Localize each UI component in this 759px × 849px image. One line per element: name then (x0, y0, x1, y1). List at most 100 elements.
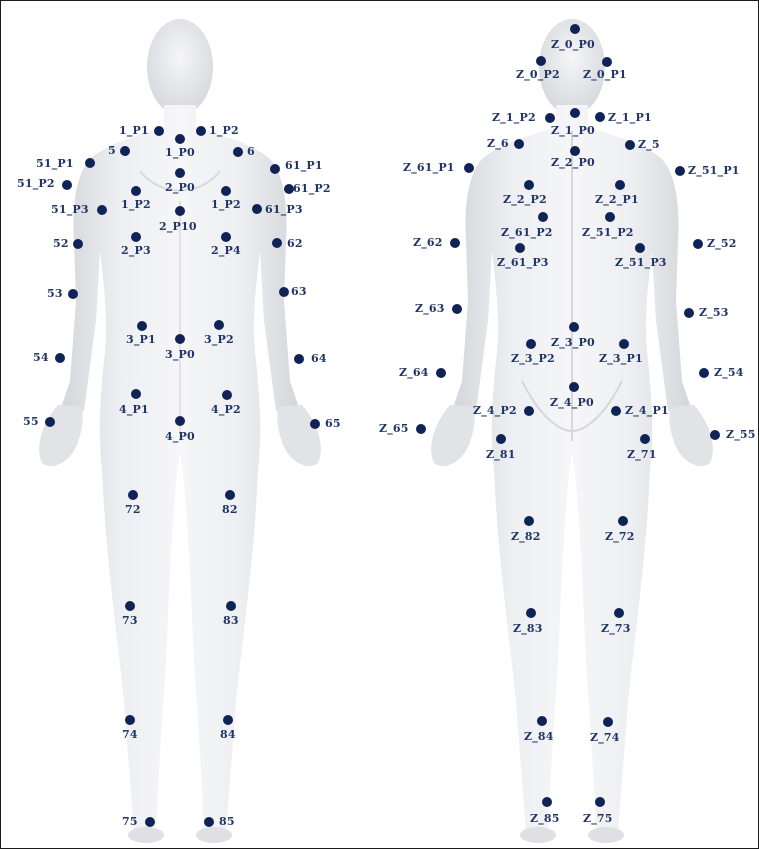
marker-label-z-61-p1: Z_61_P1 (403, 162, 455, 174)
marker-dot-75 (145, 817, 155, 827)
marker-label-z-1-p2: Z_1_P2 (492, 112, 536, 124)
marker-dot-z-53 (684, 308, 694, 318)
marker-label-73: 73 (122, 615, 138, 627)
marker-dot-z-2-p0 (570, 146, 580, 156)
marker-dot-z-5 (625, 140, 635, 150)
marker-label-z-51-p3: Z_51_P3 (615, 257, 667, 269)
marker-dot-z-0-p2 (536, 56, 546, 66)
marker-dot-z-61-p1 (464, 163, 474, 173)
marker-label-z-74: Z_74 (590, 732, 620, 744)
marker-label-z-4-p0: Z_4_P0 (550, 397, 594, 409)
marker-dot-z-6 (514, 139, 524, 149)
marker-label-75: 75 (122, 816, 138, 828)
marker-label-54: 54 (33, 352, 49, 364)
marker-dot-74 (125, 715, 135, 725)
marker-dot-5 (120, 146, 130, 156)
marker-label-1-p1: 1_P1 (119, 125, 149, 137)
marker-dot-z-83 (526, 608, 536, 618)
marker-dot-6 (233, 147, 243, 157)
marker-dot-84 (223, 715, 233, 725)
marker-label-1-p2: 1_P2 (209, 125, 239, 137)
marker-label-61-p3: 61_P3 (265, 204, 303, 216)
marker-label-z-3-p1: Z_3_P1 (599, 353, 643, 365)
marker-label-6: 6 (247, 146, 255, 158)
marker-label-65: 65 (325, 418, 341, 430)
marker-label-1-p2-right: 1_P2 (211, 199, 241, 211)
marker-dot-z-4-p2 (524, 406, 534, 416)
marker-dot-2-p0 (175, 168, 185, 178)
marker-label-z-2-p1: Z_2_P1 (595, 194, 639, 206)
marker-dot-55 (45, 417, 55, 427)
marker-dot-73 (125, 601, 135, 611)
marker-dot-z-51-p3 (635, 243, 645, 253)
marker-label-z-82: Z_82 (511, 531, 541, 543)
marker-label-64: 64 (311, 353, 327, 365)
marker-dot-52 (73, 239, 83, 249)
marker-dot-z-82 (524, 516, 534, 526)
marker-label-z-71: Z_71 (627, 449, 657, 461)
marker-dot-85 (204, 817, 214, 827)
marker-label-z-81: Z_81 (486, 449, 516, 461)
marker-dot-51-p1 (85, 158, 95, 168)
marker-dot-3-p2 (214, 320, 224, 330)
marker-label-51-p2: 51_P2 (17, 178, 55, 190)
marker-dot-1-p2 (196, 126, 206, 136)
marker-label-z-83: Z_83 (513, 623, 543, 635)
marker-dot-65 (310, 419, 320, 429)
marker-label-z-65: Z_65 (379, 423, 409, 435)
marker-label-51-p1: 51_P1 (36, 158, 74, 170)
marker-label-4-p2: 4_P2 (211, 404, 241, 416)
marker-dot-z-4-p1 (611, 406, 621, 416)
marker-label-z-4-p1: Z_4_P1 (625, 405, 669, 417)
marker-label-z-55: Z_55 (726, 429, 756, 441)
marker-dot-z-65 (416, 424, 426, 434)
marker-label-53: 53 (47, 288, 63, 300)
marker-dot-z-74 (603, 717, 613, 727)
marker-label-85: 85 (219, 816, 235, 828)
marker-dot-z-1-p2 (545, 113, 555, 123)
marker-label-55: 55 (23, 416, 39, 428)
marker-dot-z-61-p3 (515, 243, 525, 253)
marker-label-83: 83 (223, 615, 239, 627)
marker-dot-82 (225, 490, 235, 500)
marker-dot-z-84 (537, 716, 547, 726)
marker-label-4-p1: 4_P1 (119, 404, 149, 416)
marker-label-z-64: Z_64 (399, 367, 429, 379)
marker-dot-z-55 (710, 430, 720, 440)
marker-label-z-2-p0: Z_2_P0 (551, 157, 595, 169)
marker-label-84: 84 (220, 729, 236, 741)
marker-dot-61-p3 (252, 204, 262, 214)
marker-dot-64 (294, 354, 304, 364)
marker-label-z-51-p1: Z_51_P1 (688, 165, 740, 177)
marker-dot-z-2-p2 (524, 180, 534, 190)
marker-label-63: 63 (291, 286, 307, 298)
marker-dot-z-61-p2 (538, 212, 548, 222)
marker-label-3-p0: 3_P0 (165, 349, 195, 361)
marker-dot-z-62 (450, 238, 460, 248)
marker-dot-z-0-p0 (570, 24, 580, 34)
marker-dot-z-81 (496, 434, 506, 444)
marker-dot-z-3-p1 (619, 339, 629, 349)
marker-label-3-p2: 3_P2 (204, 334, 234, 346)
marker-label-2-p4: 2_P4 (211, 245, 241, 257)
marker-label-z-1-p0: Z_1_P0 (551, 125, 595, 137)
marker-label-z-73: Z_73 (601, 623, 631, 635)
marker-dot-z-52 (693, 239, 703, 249)
marker-dot-z-0-p1 (602, 57, 612, 67)
marker-dot-3-p1 (137, 321, 147, 331)
marker-label-72: 72 (125, 504, 141, 516)
marker-dot-z-85 (542, 797, 552, 807)
marker-dot-4-p0 (175, 416, 185, 426)
marker-label-61-p2: 61_P2 (293, 183, 331, 195)
marker-label-z-1-p1: Z_1_P1 (608, 112, 652, 124)
marker-dot-2-p10 (175, 206, 185, 216)
marker-label-z-6: Z_6 (487, 138, 509, 150)
marker-label-52: 52 (53, 238, 69, 250)
marker-dot-z-73 (614, 608, 624, 618)
marker-label-z-75: Z_75 (583, 813, 613, 825)
marker-dot-51-p2 (62, 180, 72, 190)
marker-label-z-61-p3: Z_61_P3 (497, 257, 549, 269)
marker-dot-4-p1 (131, 389, 141, 399)
marker-dot-z-4-p0 (569, 382, 579, 392)
